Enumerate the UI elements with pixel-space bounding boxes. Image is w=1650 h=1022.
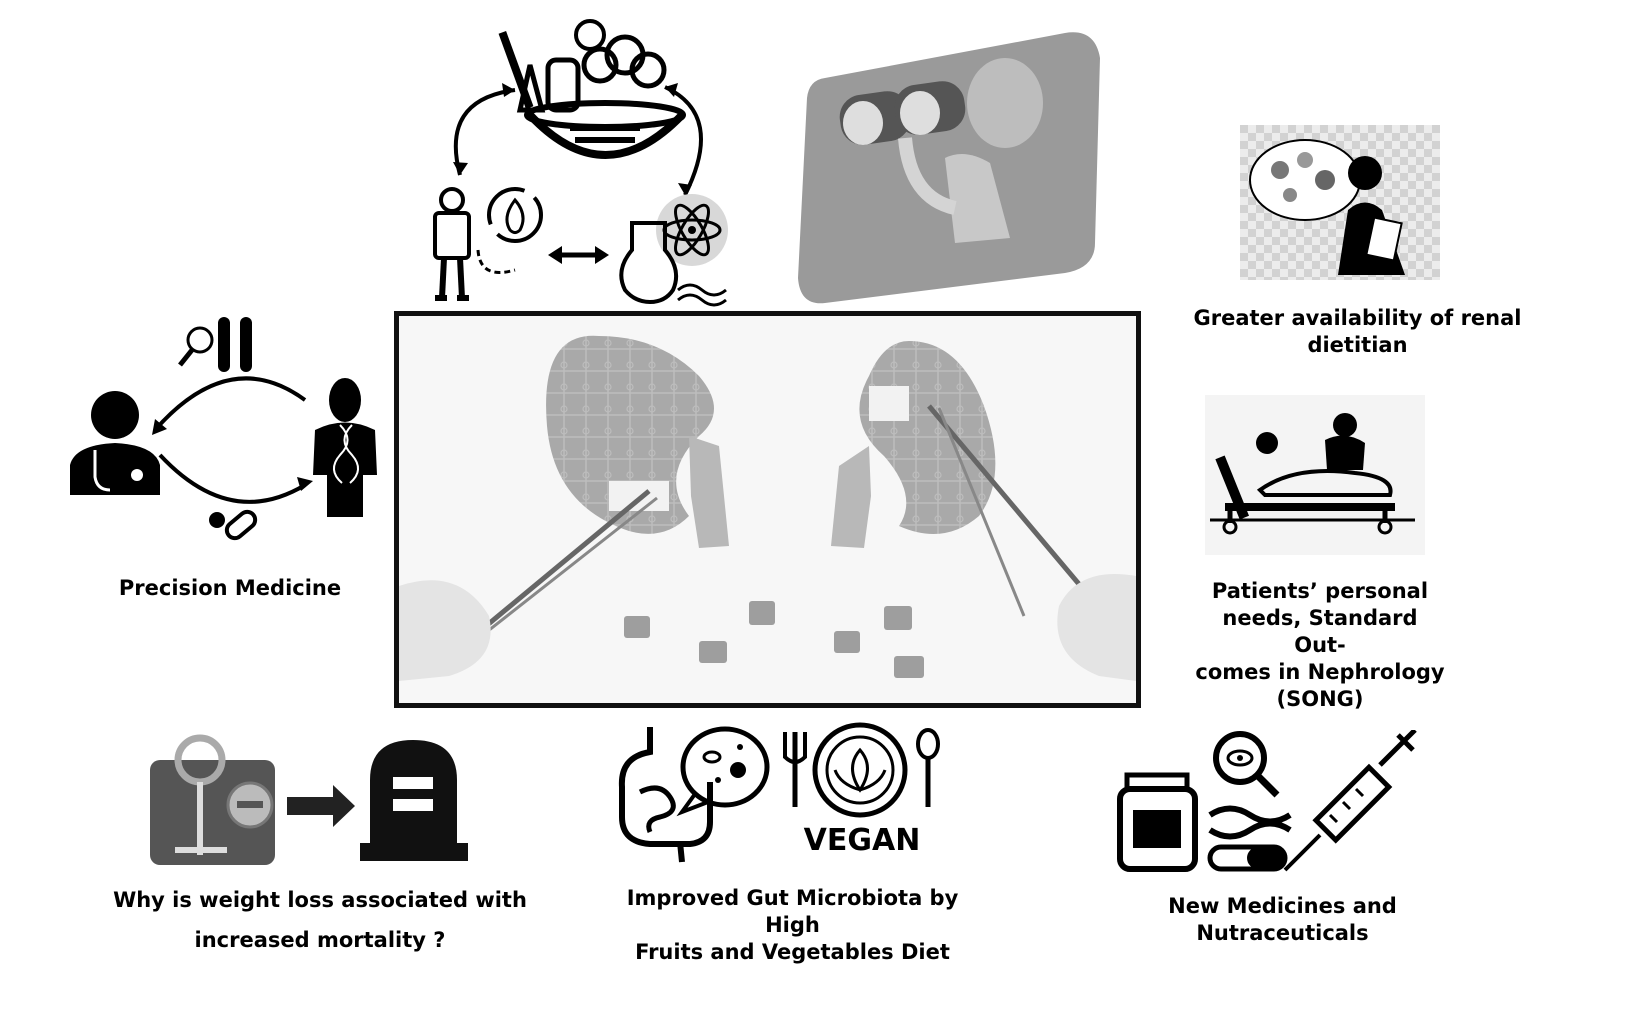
medicine-jar-icon <box>1117 772 1198 872</box>
caregiver-icon <box>1333 413 1357 437</box>
right-arrow-icon <box>287 785 355 827</box>
dna-strand-icon <box>1208 805 1292 840</box>
renal-dietitian-caption: Greater availability of renal dietitian <box>1190 305 1525 359</box>
test-tubes-icon <box>178 317 252 372</box>
hospital-bed-icon <box>1225 503 1395 511</box>
science-lab-icon <box>619 194 728 307</box>
tombstone-icon <box>360 740 468 861</box>
weight-loss-line-2: increased mortality ? <box>194 928 446 952</box>
new-medicines-illustration <box>1115 730 1420 875</box>
person-icon <box>433 187 471 301</box>
renal-dietitian-line-2: dietitian <box>1307 333 1408 357</box>
patient-care-illustration <box>1205 395 1425 555</box>
precision-medicine-caption: Precision Medicine <box>100 575 360 602</box>
intestine-icon <box>618 727 713 863</box>
patients-needs-line-4: (SONG) <box>1276 687 1364 711</box>
patients-needs-line-1: Patients’ personal <box>1211 579 1429 603</box>
weight-loss-line-1: Why is weight loss associated with <box>113 888 527 912</box>
weight-loss-illustration <box>145 725 475 865</box>
dietitian-illustration <box>1240 125 1440 280</box>
patients-needs-caption: Patients’ personal needs, Standard Out- … <box>1195 578 1445 713</box>
puzzle-pieces-icon <box>624 601 924 678</box>
diet-cycle-cluster <box>420 5 780 330</box>
magnifier-eye-icon <box>1213 731 1280 798</box>
renal-dietitian-line-1: Greater availability of renal <box>1193 306 1522 330</box>
new-medicines-line-1: New Medicines and <box>1168 894 1397 918</box>
kidney-puzzle-frame <box>394 311 1141 708</box>
binoculars-icon <box>839 81 966 145</box>
double-arrow-icon <box>548 246 609 264</box>
cycle-arrow-left <box>453 88 516 176</box>
new-medicines-line-2: Nutraceuticals <box>1196 921 1369 945</box>
right-kidney-icon <box>831 341 996 548</box>
precision-medicine-illustration <box>65 305 395 565</box>
clipboard-icon <box>1365 216 1403 262</box>
gut-microbiota-line-2: Fruits and Vegetables Diet <box>635 940 950 964</box>
capsule-icon <box>1207 844 1288 872</box>
pills-icon <box>209 509 258 541</box>
precision-medicine-label: Precision Medicine <box>118 576 342 600</box>
tweezers-right-icon <box>927 404 1136 681</box>
patient-dna-icon <box>313 378 377 517</box>
patients-needs-line-2: needs, Standard Out- <box>1222 606 1418 657</box>
weight-loss-caption: Why is weight loss associated with incre… <box>95 880 545 960</box>
gut-microbiota-line-1: Improved Gut Microbiota by High <box>626 886 959 937</box>
gut-microbiota-caption: Improved Gut Microbiota by High Fruits a… <box>600 885 985 966</box>
doctor-icon <box>70 391 160 495</box>
food-basket-icon <box>498 19 686 159</box>
left-kidney-icon <box>546 335 729 548</box>
tweezers-left-icon <box>399 489 658 681</box>
metabolism-flame-icon <box>476 187 543 274</box>
syringe-icon <box>1283 730 1417 872</box>
cycle-arrow-right <box>664 85 703 196</box>
vegan-label: VEGAN <box>804 823 921 858</box>
weight-scale-icon <box>150 734 275 865</box>
gut-microbiota-illustration: VEGAN <box>610 722 950 867</box>
new-medicines-caption: New Medicines and Nutraceuticals <box>1150 893 1415 947</box>
dietitian-head-icon <box>1348 156 1382 190</box>
microbe-bubble-icon <box>676 726 770 817</box>
binoculars-illustration <box>795 28 1110 308</box>
patients-needs-line-3: comes in Nephrology <box>1195 660 1445 684</box>
vegan-plate-icon <box>783 722 940 818</box>
